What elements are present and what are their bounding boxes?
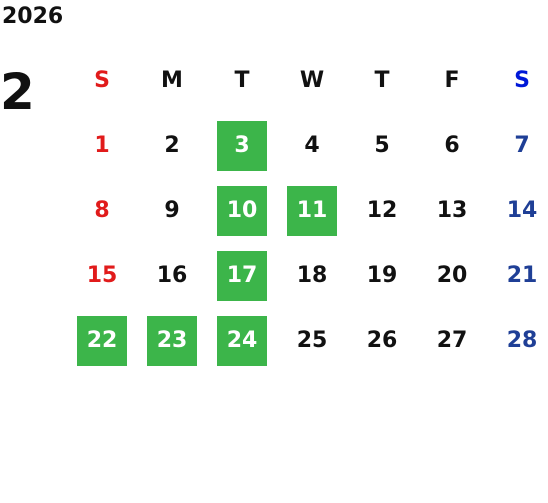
day-cell: 20	[417, 243, 487, 308]
day-number: 10	[217, 185, 267, 236]
day-number: 14	[506, 198, 538, 223]
day-number: 17	[217, 250, 267, 301]
day-number: 5	[374, 133, 390, 158]
day-number: 21	[506, 263, 538, 288]
day-cell: 19	[347, 243, 417, 308]
day-number: 3	[217, 120, 267, 171]
weekday-header-wed: W	[299, 68, 325, 93]
day-cell: 14	[487, 178, 548, 243]
day-cell-highlighted: 22	[67, 308, 137, 373]
day-number: 8	[94, 198, 110, 223]
day-number: 24	[217, 315, 267, 366]
day-cell-highlighted: 10	[207, 178, 277, 243]
weekday-header-sat: S	[514, 68, 530, 93]
day-cell: 21	[487, 243, 548, 308]
weekday-header-fri: F	[444, 68, 460, 93]
day-cell: 26	[347, 308, 417, 373]
day-number: 26	[366, 328, 398, 353]
day-cell: 8	[67, 178, 137, 243]
day-cell: 18	[277, 243, 347, 308]
day-cell: 9	[137, 178, 207, 243]
day-cell: 13	[417, 178, 487, 243]
day-number: 27	[436, 328, 468, 353]
day-cell: 28	[487, 308, 548, 373]
day-number: 2	[164, 133, 180, 158]
day-cell: 5	[347, 113, 417, 178]
day-number: 28	[506, 328, 538, 353]
day-number: 13	[436, 198, 468, 223]
day-cell: 15	[67, 243, 137, 308]
day-number: 1	[94, 133, 110, 158]
day-number: 11	[287, 185, 337, 236]
day-cell: 25	[277, 308, 347, 373]
day-cell-highlighted: 17	[207, 243, 277, 308]
day-number: 22	[77, 315, 127, 366]
day-number: 9	[164, 198, 180, 223]
day-number: 19	[366, 263, 398, 288]
day-number: 20	[436, 263, 468, 288]
day-number: 18	[296, 263, 328, 288]
day-number: 16	[156, 263, 188, 288]
day-number: 12	[366, 198, 398, 223]
day-cell: 6	[417, 113, 487, 178]
day-cell: 27	[417, 308, 487, 373]
day-cell: 7	[487, 113, 548, 178]
day-cell: 1	[67, 113, 137, 178]
day-number: 25	[296, 328, 328, 353]
day-cell: 4	[277, 113, 347, 178]
day-number: 15	[86, 263, 118, 288]
day-number: 7	[514, 133, 530, 158]
weekday-header-tue: T	[234, 68, 250, 93]
day-number: 23	[147, 315, 197, 366]
weekday-header-sun: S	[94, 68, 110, 93]
day-cell-highlighted: 3	[207, 113, 277, 178]
weekday-header-thu: T	[374, 68, 390, 93]
calendar-grid: S M T W T F S 1 2 3 4 5 6 7 8 9 10 11 12…	[67, 48, 548, 373]
day-cell: 12	[347, 178, 417, 243]
year-label: 2026	[2, 4, 64, 29]
day-cell-highlighted: 24	[207, 308, 277, 373]
day-number: 6	[444, 133, 460, 158]
day-cell-highlighted: 11	[277, 178, 347, 243]
weekday-header-mon: M	[161, 68, 183, 93]
day-number: 4	[304, 133, 320, 158]
day-cell: 2	[137, 113, 207, 178]
month-number: 2	[0, 63, 35, 121]
day-cell-highlighted: 23	[137, 308, 207, 373]
day-cell: 16	[137, 243, 207, 308]
